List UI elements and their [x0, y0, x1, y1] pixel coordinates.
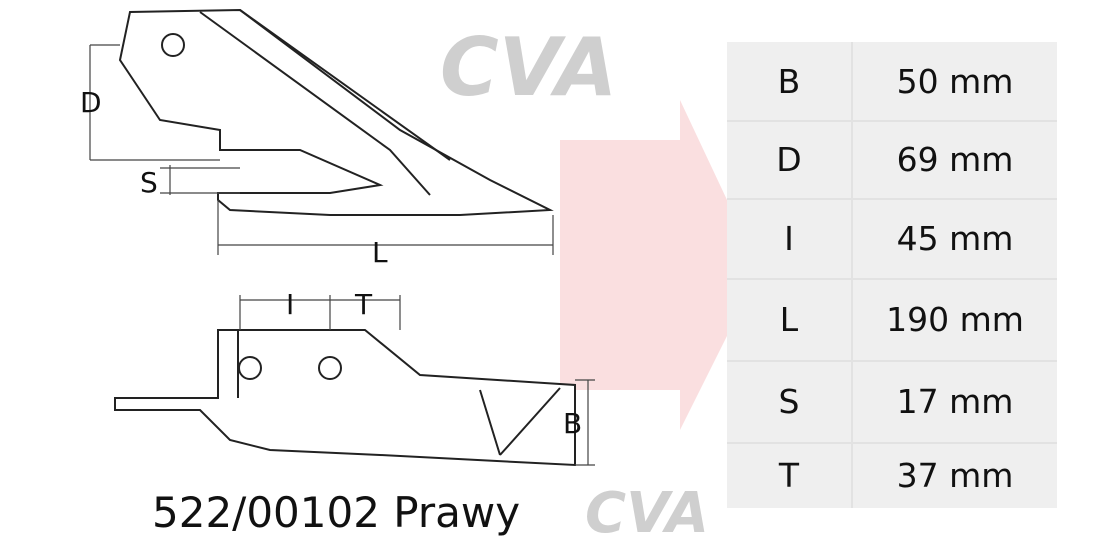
- dim-label-i: I: [286, 288, 294, 321]
- spec-value: 190 mm: [886, 299, 1024, 339]
- cva-watermark: CVA: [440, 21, 617, 114]
- dim-label-t: T: [354, 288, 373, 321]
- spec-row: T 37 mm: [727, 442, 1057, 508]
- spec-key: D: [727, 120, 853, 198]
- spec-key: S: [727, 360, 853, 442]
- dim-label-b: B: [563, 407, 582, 440]
- spec-value: 69 mm: [896, 139, 1014, 179]
- spec-key: T: [727, 442, 853, 508]
- spec-row: I 45 mm: [727, 198, 1057, 280]
- spec-key: I: [727, 198, 853, 278]
- spec-table: B 50 mm D 69 mm I 45 mm L 190 mm S 17 mm T 37 …: [727, 42, 1057, 508]
- spec-row: D 69 mm: [727, 120, 1057, 200]
- side-view: [118, 8, 554, 216]
- spec-key: L: [727, 278, 853, 360]
- spec-row: L 190 mm: [727, 278, 1057, 362]
- dim-label-s: S: [140, 166, 158, 199]
- spec-row: B 50 mm: [727, 42, 1057, 122]
- spec-value: 17 mm: [896, 381, 1014, 421]
- part-caption: 522/00102 Prawy: [152, 488, 521, 537]
- spec-value: 37 mm: [896, 455, 1014, 495]
- top-view: [114, 329, 576, 467]
- arrow-watermark-icon: [560, 100, 760, 430]
- spec-value: 45 mm: [896, 218, 1014, 258]
- spec-value: 50 mm: [896, 61, 1014, 101]
- dim-label-l: L: [372, 236, 388, 269]
- dimension-lines: [89, 44, 595, 466]
- dim-label-d: D: [80, 86, 102, 119]
- cva-watermark-small: CVA: [585, 481, 709, 546]
- spec-row: S 17 mm: [727, 360, 1057, 444]
- spec-key: B: [727, 42, 853, 120]
